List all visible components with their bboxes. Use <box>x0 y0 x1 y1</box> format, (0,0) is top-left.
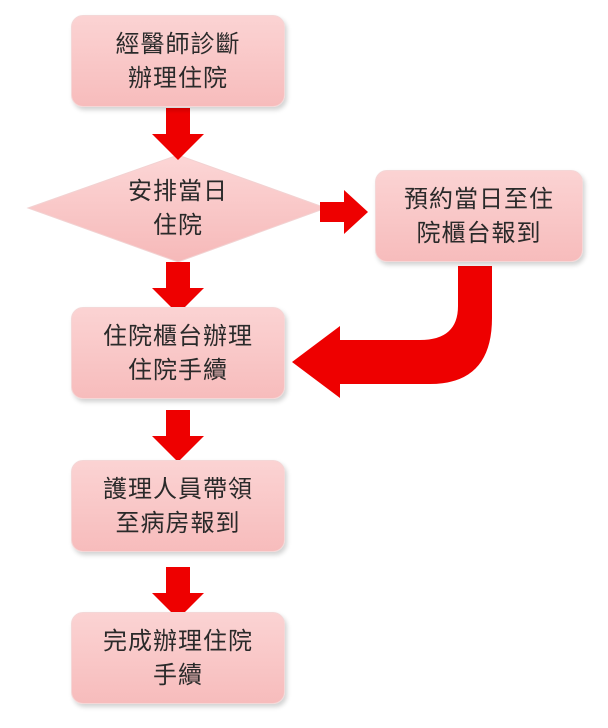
step-complete-admission: 完成辦理住院 手續 <box>71 612 285 704</box>
step-same-day-decision: 安排當日 住院 <box>98 174 258 242</box>
arrow-down-3 <box>152 410 204 462</box>
step-counter-admission-line-2: 住院手續 <box>128 356 228 384</box>
arrow-down-4 <box>152 567 204 619</box>
step-reserve-same-day-line-1: 預約當日至住 <box>404 185 554 213</box>
arrow-down-1 <box>152 108 204 160</box>
step-counter-admission: 住院櫃台辦理 住院手續 <box>71 307 285 399</box>
step-reserve-same-day: 預約當日至住 院櫃台報到 <box>375 170 583 262</box>
step-doctor-diagnosis-line-2: 辦理住院 <box>128 64 228 92</box>
arrow-right <box>320 190 368 234</box>
arrow-curved-return <box>292 266 492 398</box>
step-nurse-escort-line-2: 至病房報到 <box>115 509 241 537</box>
step-same-day-decision-line-2: 住院 <box>153 211 203 239</box>
step-nurse-escort-line-1: 護理人員帶領 <box>103 475 253 503</box>
step-complete-admission-line-2: 手續 <box>153 661 203 689</box>
step-doctor-diagnosis-line-1: 經醫師診斷 <box>115 30 241 58</box>
arrow-down-2 <box>152 262 204 314</box>
step-complete-admission-line-1: 完成辦理住院 <box>103 627 253 655</box>
step-nurse-escort: 護理人員帶領 至病房報到 <box>71 460 285 552</box>
step-counter-admission-line-1: 住院櫃台辦理 <box>103 322 253 350</box>
step-reserve-same-day-line-2: 院櫃台報到 <box>416 219 542 247</box>
step-same-day-decision-line-1: 安排當日 <box>128 177 228 205</box>
step-doctor-diagnosis: 經醫師診斷 辦理住院 <box>71 15 285 107</box>
